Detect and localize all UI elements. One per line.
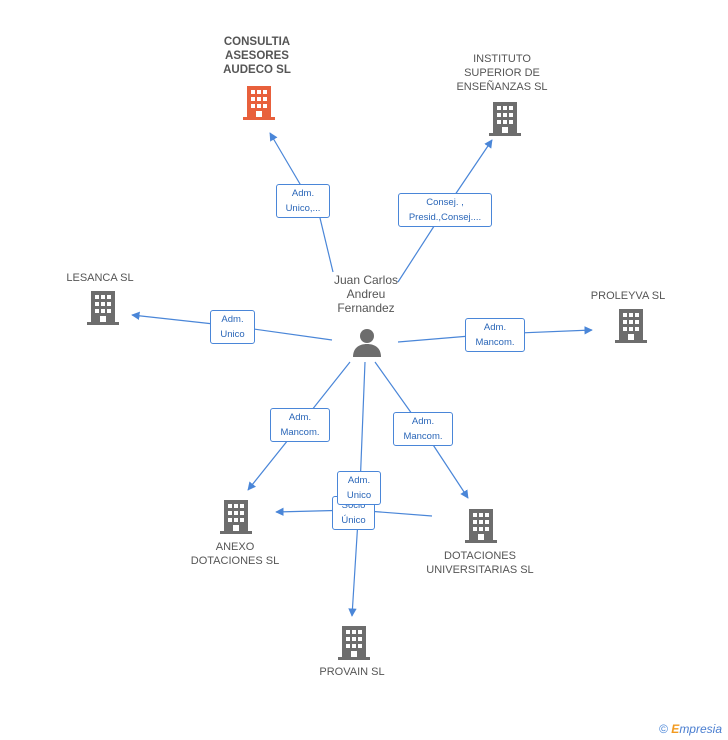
building-icon xyxy=(615,309,647,343)
brand-name: mpresia xyxy=(679,722,722,736)
edge-consultia xyxy=(269,132,334,273)
relation-label-dotaciones[interactable]: Adm. Mancom. xyxy=(393,412,453,446)
relation-label-lesanca[interactable]: Adm. Unico xyxy=(210,310,255,344)
building-icon xyxy=(87,291,119,325)
node-label: ANEXO DOTACIONES SL xyxy=(190,541,280,567)
brand-footer: © Empresia xyxy=(659,722,722,736)
relation-label-anexo-mancom[interactable]: Adm. Mancom. xyxy=(270,408,330,442)
person-name: Juan Carlos Andreu Fernandez xyxy=(333,273,399,315)
node-label: INSTITUTO SUPERIOR DE ENSEÑANZAS SL xyxy=(456,53,548,93)
relation-label-proleyva[interactable]: Adm. Mancom. xyxy=(465,318,525,352)
relation-label-instituto[interactable]: Consej. , Presid.,Consej.... xyxy=(398,193,492,227)
building-icon xyxy=(338,626,370,660)
node-label: DOTACIONES UNIVERSITARIAS SL xyxy=(426,550,534,576)
building-icon xyxy=(243,86,275,120)
relation-label-provain[interactable]: Adm. Unico xyxy=(337,471,381,505)
brand-initial: E xyxy=(671,722,680,736)
node-label: PROLEYVA SL xyxy=(590,290,666,302)
node-label: PROVAIN SL xyxy=(319,666,385,678)
building-icon xyxy=(220,500,252,534)
node-label: CONSULTIA ASESORES AUDECO SL xyxy=(223,36,291,76)
node-label: LESANCA SL xyxy=(66,272,134,284)
person-icon xyxy=(353,329,381,357)
building-icon xyxy=(465,509,497,543)
copyright-symbol: © xyxy=(659,722,668,736)
relation-label-consultia[interactable]: Adm. Unico,... xyxy=(276,184,330,218)
building-icon xyxy=(489,102,521,136)
